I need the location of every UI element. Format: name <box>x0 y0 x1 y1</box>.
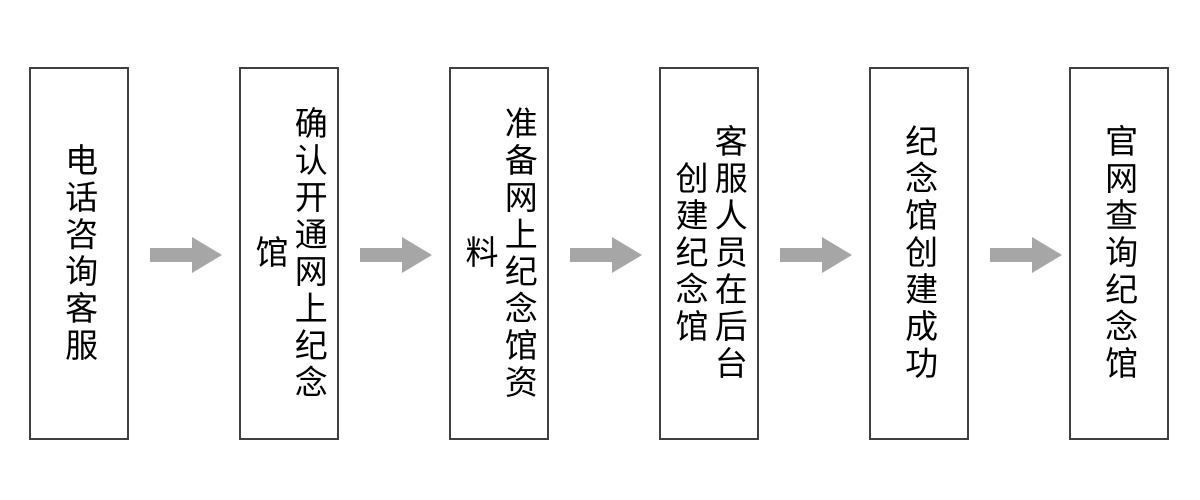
process-box-step-1[interactable]: 电话咨询客服 <box>29 67 129 440</box>
process-box-label: 纪念馆创建成功 <box>899 124 939 383</box>
process-box-step-4[interactable]: 客服人员在后台创建纪念馆 <box>659 67 759 440</box>
right-arrow-icon <box>150 237 222 273</box>
process-box-step-5[interactable]: 纪念馆创建成功 <box>869 67 969 440</box>
process-box-step-3[interactable]: 准备网上纪念馆资料 <box>449 67 549 440</box>
process-box-label: 电话咨询客服 <box>59 142 99 365</box>
right-arrow-icon <box>780 237 852 273</box>
process-box-step-2[interactable]: 确认开通网上纪念馆 <box>239 67 339 440</box>
right-arrow-icon <box>360 237 432 273</box>
right-arrow-icon <box>990 237 1062 273</box>
process-box-label: 准备网上纪念馆资料 <box>460 105 539 402</box>
right-arrow-icon <box>570 237 642 273</box>
process-box-step-6[interactable]: 官网查询纪念馆 <box>1069 67 1169 440</box>
process-box-label: 官网查询纪念馆 <box>1099 124 1139 383</box>
process-box-label: 客服人员在后台创建纪念馆 <box>670 124 749 383</box>
process-box-label: 确认开通网上纪念馆 <box>250 105 329 402</box>
